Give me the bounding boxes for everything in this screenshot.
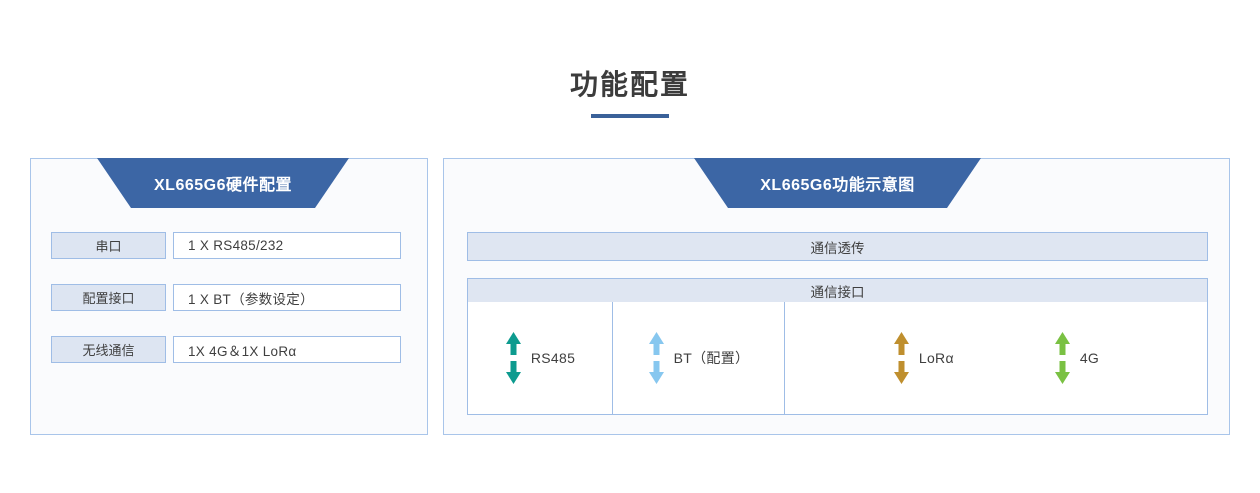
- interface-label-bt: BT（配置）: [673, 350, 750, 366]
- function-diagram-panel: XL665G6功能示意图 通信透传 通信接口 RS485: [443, 158, 1230, 435]
- spec-label-config-interface: 配置接口: [51, 284, 166, 311]
- hardware-config-banner-label: XL665G6硬件配置: [154, 177, 292, 194]
- function-diagram-banner-label: XL665G6功能示意图: [760, 177, 915, 194]
- interface-label-rs485: RS485: [530, 350, 576, 366]
- spec-value-config-interface: 1 X BT（参数设定）: [173, 284, 401, 311]
- title-underline: [591, 114, 669, 118]
- spec-value-serial: 1 X RS485/232: [173, 232, 401, 259]
- spec-label-wireless: 无线通信: [51, 336, 166, 363]
- interface-cells-container: RS485 BT（配置）: [467, 302, 1208, 415]
- page-title-block: 功能配置: [0, 66, 1260, 118]
- bar-communication-transparent: 通信透传: [467, 232, 1208, 261]
- double-arrow-icon: [1054, 332, 1071, 384]
- interface-cell-bt: BT（配置）: [613, 302, 785, 414]
- spec-value-wireless: 1X 4G＆1X LoRα: [173, 336, 401, 363]
- double-arrow-icon: [893, 332, 910, 384]
- spec-row: 配置接口 1 X BT（参数设定）: [51, 284, 401, 311]
- interface-item-rs485: RS485: [505, 332, 575, 384]
- interface-item-4g: 4G: [1054, 332, 1099, 384]
- spec-label-serial: 串口: [51, 232, 166, 259]
- interface-label-lora: LoRα: [918, 350, 954, 366]
- hardware-config-panel: XL665G6硬件配置 串口 1 X RS485/232 配置接口 1 X BT…: [30, 158, 428, 435]
- interface-label-4g: 4G: [1079, 350, 1100, 366]
- spec-row: 无线通信 1X 4G＆1X LoRα: [51, 336, 401, 363]
- interface-item-bt: BT（配置）: [648, 332, 750, 384]
- bar-communication-transparent-label: 通信透传: [810, 240, 865, 256]
- bar-communication-interface: 通信接口: [467, 278, 1208, 303]
- page-title: 功能配置: [569, 69, 690, 100]
- bar-communication-interface-label: 通信接口: [810, 284, 865, 300]
- interface-cell-rs485: RS485: [468, 302, 613, 414]
- function-diagram-banner: XL665G6功能示意图: [694, 158, 981, 208]
- interface-cell-wireless: LoRα 4G: [785, 302, 1207, 414]
- double-arrow-icon: [505, 332, 522, 384]
- hardware-config-banner: XL665G6硬件配置: [97, 158, 349, 208]
- double-arrow-icon: [648, 332, 665, 384]
- interface-item-lora: LoRα: [893, 332, 954, 384]
- spec-row: 串口 1 X RS485/232: [51, 232, 401, 259]
